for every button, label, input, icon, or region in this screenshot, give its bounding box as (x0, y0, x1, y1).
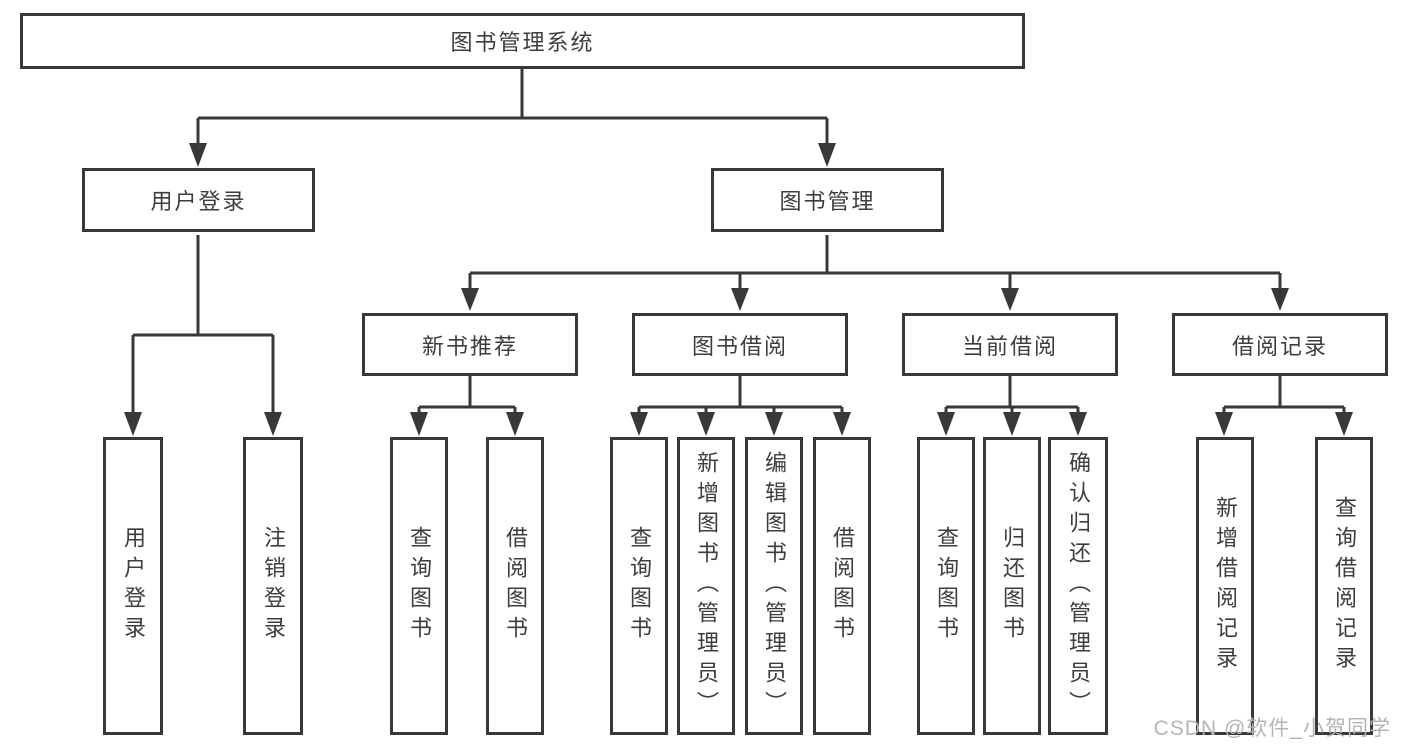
node-book-borrowing: 图书借阅 (632, 313, 848, 376)
leaf-recommend-borrow-books: 借阅图书 (486, 437, 544, 735)
arrowhead-book-borrowing (731, 288, 749, 311)
node-library-management-system: 图书管理系统 (20, 13, 1025, 69)
connector-book-management-children (468, 235, 1282, 290)
node-borrowing-records: 借阅记录 (1172, 313, 1388, 376)
arrowhead-leaf-logout-login (264, 412, 282, 436)
arrowhead-borrow-borrow-books (833, 412, 851, 436)
leaf-label: 查询图书 (627, 526, 652, 646)
leaf-records-query-record: 查询借阅记录 (1315, 437, 1373, 735)
arrowhead-current-return-books (1003, 412, 1021, 436)
arrowhead-user-login (189, 143, 207, 167)
arrowhead-current-query-books (937, 412, 955, 436)
leaf-logout-login: 注销登录 (243, 437, 303, 735)
node-label: 图书借阅 (691, 333, 788, 359)
arrowhead-leaf-user-login (124, 412, 142, 436)
node-book-management: 图书管理 (711, 168, 944, 232)
connector-user-login-children (131, 235, 275, 414)
leaf-label: 借阅图书 (503, 526, 528, 646)
node-label: 用户登录 (150, 189, 247, 214)
leaf-label: 查询借阅记录 (1332, 496, 1357, 676)
connector-level3-children (417, 376, 1346, 414)
connector-root-to-level2 (196, 69, 829, 145)
leaf-borrow-borrow-books: 借阅图书 (813, 437, 871, 735)
leaf-label: 用户登录 (121, 526, 146, 646)
node-label: 新书推荐 (421, 333, 518, 359)
arrowhead-recommend-query-books (410, 412, 428, 436)
arrowhead-new-book-recommend (461, 288, 479, 311)
leaf-label: 注销登录 (261, 526, 286, 646)
node-label: 图书管理系统 (450, 30, 595, 55)
arrowhead-current-borrowing (1001, 288, 1019, 311)
leaf-label: 归还图书 (1000, 526, 1025, 646)
leaf-label: 编辑图书（管理员） (762, 451, 787, 721)
node-user-login: 用户登录 (82, 168, 315, 232)
leaf-recommend-query-books: 查询图书 (390, 437, 448, 735)
arrowhead-borrow-query-books (630, 412, 648, 436)
node-current-borrowing: 当前借阅 (902, 313, 1118, 376)
leaf-label: 新增借阅记录 (1213, 496, 1238, 676)
leaf-label: 新增图书（管理员） (694, 451, 719, 721)
leaf-borrow-add-books-admin: 新增图书（管理员） (677, 437, 735, 735)
leaf-borrow-query-books: 查询图书 (610, 437, 668, 735)
leaf-label: 确认归还（管理员） (1066, 451, 1091, 721)
node-label: 借阅记录 (1231, 333, 1328, 359)
watermark-text: CSDN @软件_小贺同学 (1153, 717, 1391, 740)
leaf-current-return-books: 归还图书 (983, 437, 1041, 735)
leaf-current-query-books: 查询图书 (917, 437, 975, 735)
leaf-user-login: 用户登录 (103, 437, 163, 735)
leaf-borrow-edit-books-admin: 编辑图书（管理员） (745, 437, 803, 735)
node-new-book-recommend: 新书推荐 (362, 313, 578, 376)
arrowhead-book-management (818, 143, 836, 167)
node-label: 当前借阅 (961, 333, 1058, 359)
arrowhead-current-confirm-return (1069, 412, 1087, 436)
arrowhead-records-query-record (1335, 412, 1353, 436)
leaf-label: 查询图书 (934, 526, 959, 646)
leaf-label: 查询图书 (407, 526, 432, 646)
leaf-records-add-record: 新增借阅记录 (1196, 437, 1254, 735)
arrowhead-recommend-borrow-books (506, 412, 524, 436)
arrowhead-borrow-edit-books (765, 412, 783, 436)
arrowhead-borrow-add-books (697, 412, 715, 436)
arrowhead-records-add-record (1215, 412, 1233, 436)
arrowhead-borrowing-records (1271, 288, 1289, 311)
leaf-current-confirm-return-admin: 确认归还（管理员） (1048, 437, 1108, 735)
node-label: 图书管理 (779, 189, 876, 214)
leaf-label: 借阅图书 (830, 526, 855, 646)
